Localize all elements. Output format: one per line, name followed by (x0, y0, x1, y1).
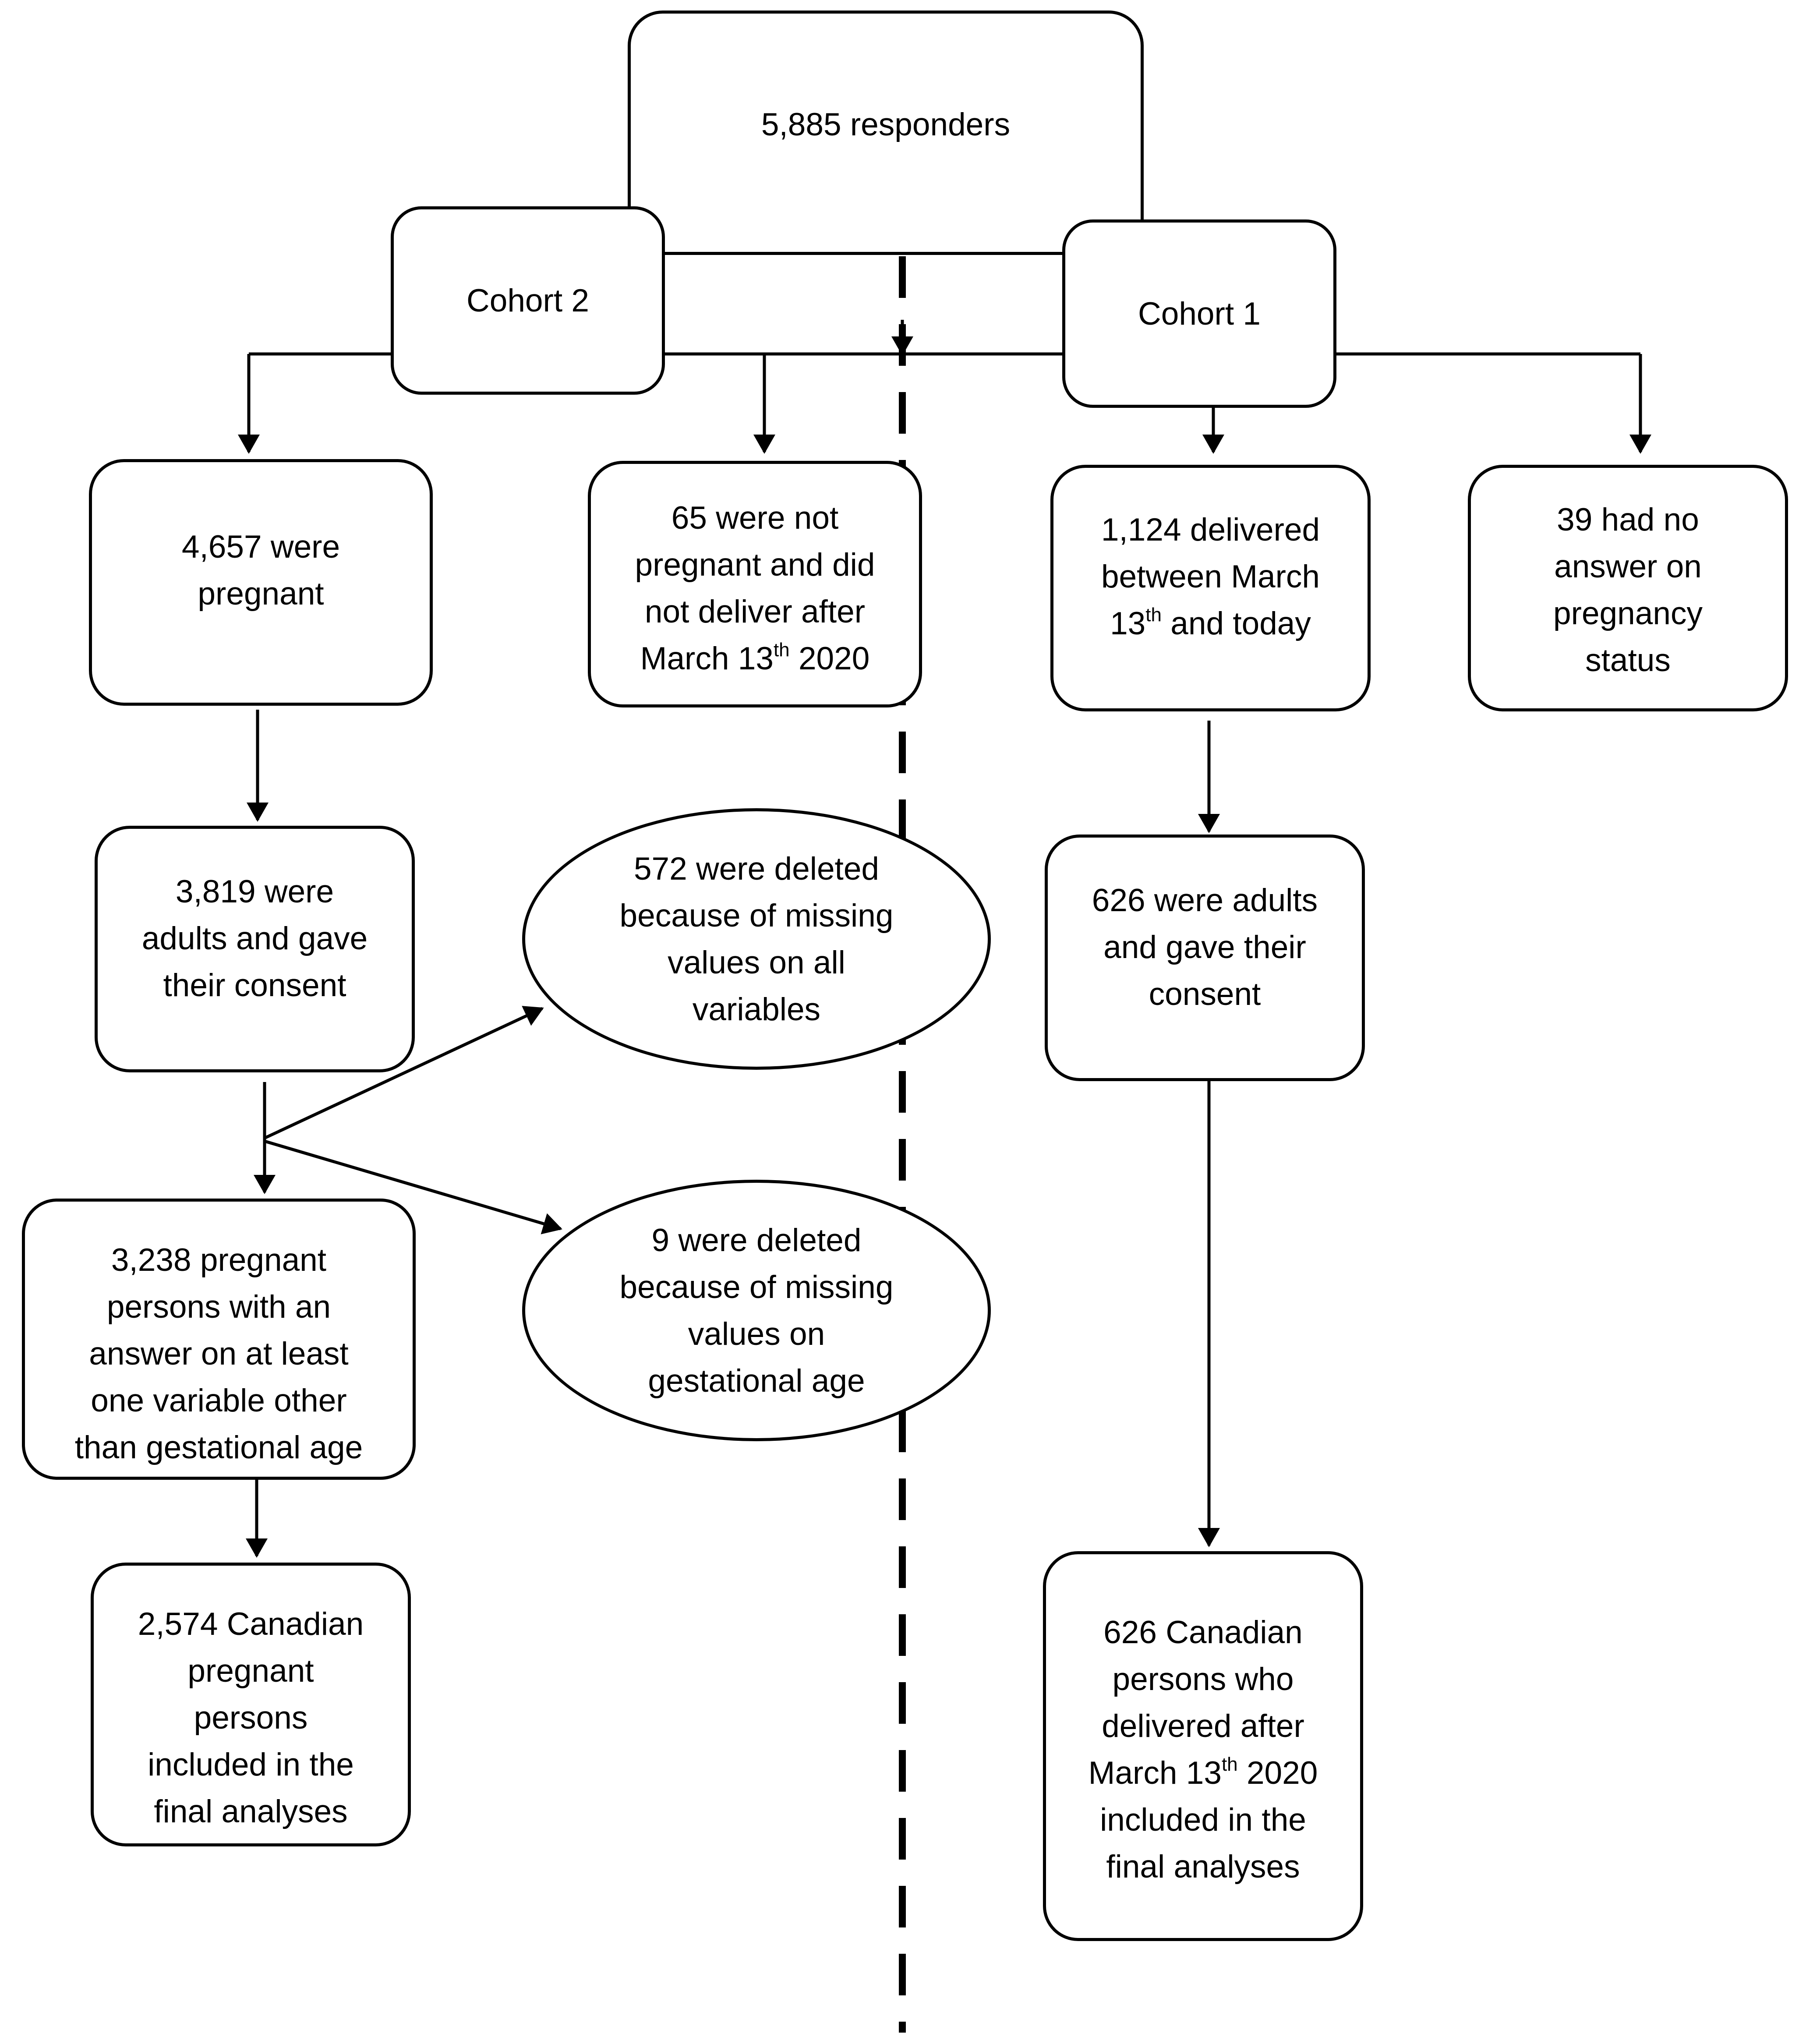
adults-c1-box: 626 were adults and gave their consent (1045, 835, 1365, 1081)
deleted-572-label: 572 were deleted because of missing valu… (620, 845, 894, 1033)
delivered-label: 1,124 delivered between March 13th and t… (1101, 506, 1320, 647)
final-c1-date-sup: th (1221, 1754, 1238, 1775)
final-c1-label: 626 Canadian persons who delivered after… (1089, 1609, 1318, 1890)
adults-c2-line: adults and gave (141, 921, 368, 956)
final-c1-line: 626 Canadian (1103, 1615, 1303, 1650)
final-c1-date-suffix: 2020 (1237, 1755, 1318, 1791)
deleted-9-oval: 9 were deleted because of missing values… (522, 1180, 991, 1441)
adults-c2-label: 3,819 were adults and gave their consent (142, 868, 368, 1009)
deleted-572-line: variables (692, 991, 821, 1027)
deleted-572-oval: 572 were deleted because of missing valu… (522, 808, 991, 1070)
answer-3238-line: one variable other (91, 1383, 347, 1418)
not-pregnant-label: 65 were not pregnant and did not deliver… (635, 495, 875, 682)
delivered-date-sup: th (1145, 604, 1162, 626)
adults-c1-line: consent (1149, 976, 1261, 1012)
deleted-9-line: values on (688, 1316, 825, 1352)
no-answer-line: status (1585, 643, 1671, 678)
no-answer-line: pregnancy (1553, 596, 1703, 631)
final-c1-line: final analyses (1106, 1849, 1300, 1885)
cohort1-line: Cohort 1 (1138, 296, 1261, 332)
responders-box: 5,885 responders (628, 11, 1144, 255)
adults-c1-line: and gave their (1103, 930, 1306, 965)
no-answer-line: 39 had no (1557, 502, 1699, 538)
deleted-572-line: because of missing (619, 898, 894, 934)
final-c1-line: included in the (1100, 1802, 1306, 1838)
deleted-9-line: 9 were deleted (651, 1222, 862, 1258)
pregnant-box: 4,657 were pregnant (89, 459, 433, 706)
pregnant-line: pregnant (198, 576, 324, 612)
not-pregnant-line: pregnant and did (635, 547, 875, 583)
adults-c2-line: 3,819 were (175, 874, 334, 909)
adults-c1-line: 626 were adults (1092, 883, 1318, 918)
pregnant-line: 4,657 were (181, 529, 340, 565)
final-c1-line: persons who (1112, 1662, 1294, 1697)
adults-c1-label: 626 were adults and gave their consent (1092, 877, 1318, 1018)
deleted-572-line: 572 were deleted (633, 851, 880, 887)
deleted-9-label: 9 were deleted because of missing values… (620, 1217, 894, 1404)
final-c2-line: final analyses (154, 1794, 348, 1829)
responders-label: 5,885 responders (761, 101, 1010, 148)
cohort2-box: Cohort 2 (391, 206, 665, 395)
final-c2-line: persons (194, 1700, 308, 1736)
answer-3238-box: 3,238 pregnant persons with an answer on… (22, 1199, 416, 1480)
answer-3238-line: than gestational age (74, 1430, 363, 1465)
final-c1-date-prefix: March 13 (1088, 1755, 1222, 1791)
deleted-9-line: gestational age (648, 1363, 865, 1399)
not-pregnant-date-line: March 13th 2020 (635, 635, 875, 682)
final-c1-date-line: March 13th 2020 (1089, 1750, 1318, 1796)
final-c2-label: 2,574 Canadian pregnant persons included… (138, 1601, 364, 1835)
deleted-9-line: because of missing (619, 1269, 894, 1305)
cohort1-label: Cohort 1 (1138, 290, 1261, 337)
no-answer-line: answer on (1554, 549, 1702, 584)
not-pregnant-line: 65 were not (671, 500, 839, 536)
delivered-date-prefix: 13 (1110, 606, 1146, 641)
final-c2-line: pregnant (187, 1653, 314, 1689)
deleted-572-line: values on all (668, 944, 845, 980)
not-pregnant-line: not deliver after (644, 594, 866, 629)
pregnant-label: 4,657 were pregnant (182, 523, 340, 617)
adults-c2-box: 3,819 were adults and gave their consent (95, 826, 415, 1072)
final-c2-line: included in the (148, 1747, 354, 1782)
adults-c2-line: their consent (163, 968, 346, 1003)
final-c1-box: 626 Canadian persons who delivered after… (1043, 1551, 1363, 1941)
delivered-line: 1,124 delivered (1101, 512, 1320, 548)
arrow-to-deleted-572 (264, 1006, 544, 1140)
answer-3238-label: 3,238 pregnant persons with an answer on… (75, 1237, 363, 1471)
not-pregnant-date-suffix: 2020 (789, 641, 870, 676)
final-c2-line: 2,574 Canadian (138, 1606, 364, 1642)
final-c1-line: delivered after (1102, 1708, 1304, 1744)
delivered-line: between March (1101, 559, 1320, 594)
delivered-date-suffix: and today (1161, 606, 1311, 641)
no-answer-box: 39 had no answer on pregnancy status (1468, 465, 1788, 711)
cohort2-line: Cohort 2 (467, 283, 589, 318)
not-pregnant-box: 65 were not pregnant and did not deliver… (588, 461, 922, 707)
arrow-to-deleted-9 (264, 1139, 562, 1234)
delivered-box: 1,124 delivered between March 13th and t… (1050, 465, 1371, 711)
responders-line: 5,885 responders (761, 107, 1011, 142)
not-pregnant-date-prefix: March 13 (640, 641, 774, 676)
not-pregnant-date-sup: th (773, 639, 790, 661)
cohort2-label: Cohort 2 (467, 277, 589, 324)
answer-3238-line: answer on at least (89, 1336, 349, 1372)
final-c2-box: 2,574 Canadian pregnant persons included… (91, 1563, 411, 1846)
answer-3238-line: persons with an (106, 1289, 331, 1325)
no-answer-label: 39 had no answer on pregnancy status (1553, 496, 1703, 684)
delivered-date-line: 13th and today (1101, 600, 1320, 647)
cohort1-box: Cohort 1 (1062, 219, 1336, 408)
answer-3238-line: 3,238 pregnant (111, 1242, 327, 1278)
